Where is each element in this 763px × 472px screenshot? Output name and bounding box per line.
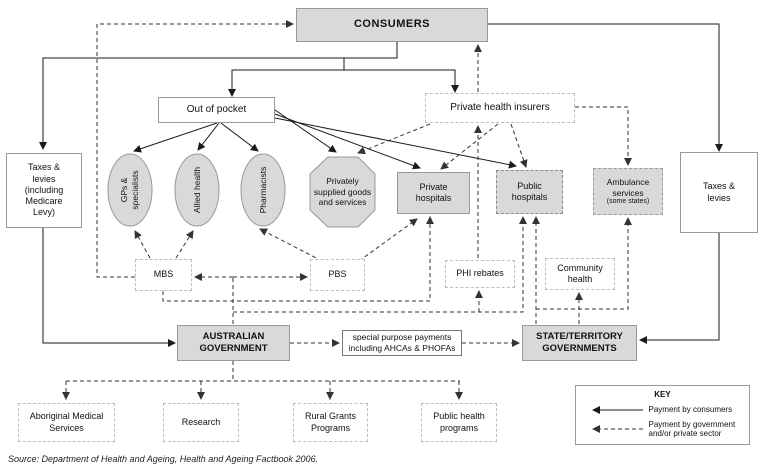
private-hospitals-label: Private hospitals [415,181,452,203]
aboriginal-medical-services-label: Aboriginal Medical Services [29,411,104,433]
dashed-arrow-icon [591,425,643,434]
australian-government-label: AUSTRALIAN GOVERNMENT [199,331,268,354]
phi-rebates-node: PHI rebates [445,260,515,288]
legend-solid-label: Payment by consumers [648,405,733,415]
taxes-levies-right-node: Taxes & levies [680,152,758,233]
legend-box: KEY Payment by consumers Payment by gove… [575,385,750,445]
solid-connectors [39,23,723,347]
out-of-pocket-node: Out of pocket [158,97,275,123]
ambulance-services-label: Ambulance services (some states) [600,177,656,206]
rural-grants-programs-node: Rural Grants Programs [293,403,368,442]
special-purpose-payments-node: special purpose payments including AHCAs… [342,330,462,356]
dashed-connectors [62,20,632,400]
public-hospitals-label: Public hospitals [511,180,548,202]
source-note: Source: Department of Health and Ageing,… [8,454,319,464]
rural-grants-programs-label: Rural Grants Programs [304,411,357,433]
pbs-node: PBS [310,259,365,291]
research-node: Research [163,403,239,442]
legend-solid-row: Payment by consumers [583,405,743,415]
taxes-levies-left-node: Taxes & levies (including Medicare Levy) [6,153,82,228]
pharmacists-ellipse [240,153,286,227]
community-health-label: Community health [557,262,603,284]
solid-arrow-icon [591,406,643,414]
taxes-levies-right-label: Taxes & levies [702,181,735,203]
private-health-insurers-node: Private health insurers [425,93,575,123]
allied-health-ellipse [174,153,220,227]
australian-government-node: AUSTRALIAN GOVERNMENT [177,325,290,361]
legend-dashed-label: Payment by government and/or private sec… [648,420,736,439]
community-health-node: Community health [545,258,615,290]
provider-shapes [107,153,376,228]
consumers-node: CONSUMERS [296,8,488,42]
privately-supplied-label: Privately supplied goods and services [313,176,372,208]
legend-title: KEY [654,390,671,399]
mbs-node: MBS [135,259,192,291]
gps-specialists-ellipse [107,153,153,227]
ambulance-services-node: Ambulance services (some states) [593,168,663,215]
state-territory-governments-label: STATE/TERRITORY GOVERNMENTS [536,331,623,354]
public-health-programs-label: Public health programs [433,411,485,433]
ambulance-sub-label: (some states) [606,198,650,206]
state-territory-governments-node: STATE/TERRITORY GOVERNMENTS [522,325,637,361]
public-hospitals-node: Public hospitals [496,170,563,214]
pharmacists-label: Pharmacists [257,166,268,214]
public-health-programs-node: Public health programs [421,403,497,442]
ambulance-main-label: Ambulance services [606,177,650,198]
gps-specialists-label: GPs & specialists [119,170,140,210]
private-hospitals-node: Private hospitals [397,172,470,214]
allied-health-label: Allied health [191,166,202,214]
legend-dashed-row: Payment by government and/or private sec… [583,420,743,438]
privately-supplied-octagon [309,156,376,228]
special-purpose-payments-label: special purpose payments including AHCAs… [348,332,456,353]
taxes-levies-left-label: Taxes & levies (including Medicare Levy) [24,162,64,218]
aboriginal-medical-services-node: Aboriginal Medical Services [18,403,115,442]
